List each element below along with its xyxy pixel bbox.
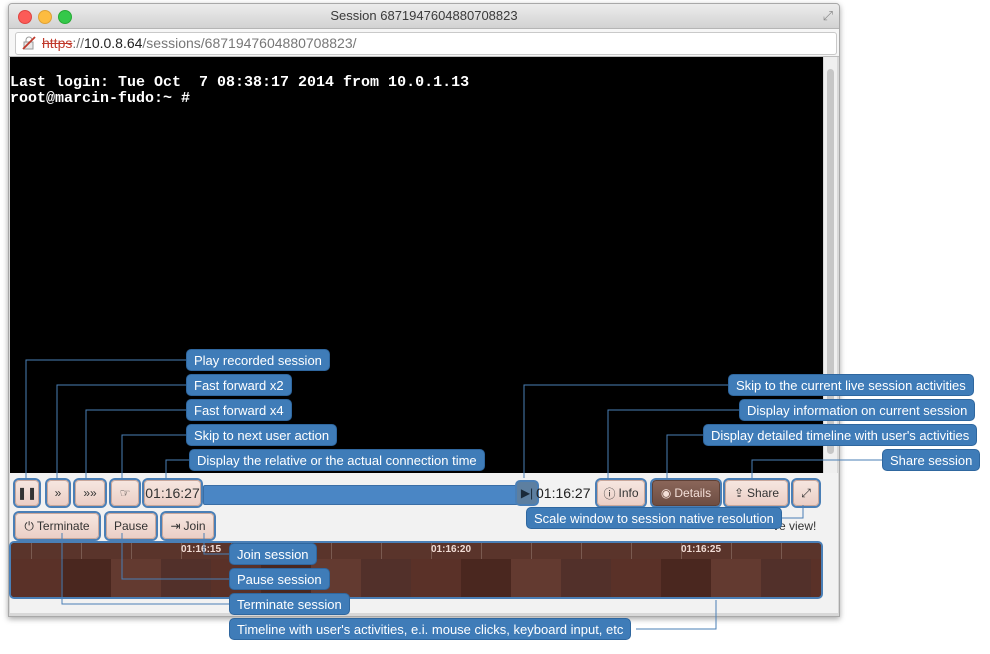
callout-timeline: Timeline with user's activities, e.i. mo… [229,618,632,640]
join-icon: ⇥ [170,519,181,533]
timeline-tick [331,543,332,559]
timeline-tick [31,543,32,559]
share-button[interactable]: ⇪Share [725,480,788,506]
url-text: https://10.0.8.64/sessions/6871947604880… [42,35,357,51]
skip-to-live-button[interactable]: ▶| [517,482,537,504]
url-field[interactable]: https://10.0.8.64/sessions/6871947604880… [15,32,837,55]
pointing-hand-icon: ☞ [119,486,131,500]
power-icon: ⏻ [24,518,34,533]
terminal-screen[interactable]: Last login: Tue Oct 7 08:38:17 2014 from… [10,57,823,473]
timeline-label: 01:16:25 [681,544,722,555]
callout-terminate: Terminate session [229,593,350,615]
info-label: Info [618,486,639,500]
callout-join: Join session [229,543,317,565]
details-button[interactable]: ◉Details [652,480,720,506]
timeline-tick [381,543,382,559]
scrollbar-thumb[interactable] [827,69,834,454]
window-title: Session 6871947604880708823 [330,8,518,23]
broken-lock-icon [22,36,36,50]
ff2-label: » [54,486,62,500]
timeline-segment [661,559,711,597]
callout-scale: Scale window to session native resolutio… [526,507,782,529]
fast-forward-x2-button[interactable]: » [47,480,69,506]
activity-timeline[interactable]: 01:16:15 01:16:20 01:16:25 [9,541,823,599]
share-icon: ⇪ [733,486,745,500]
fullscreen-icon[interactable]: ⤢ [822,8,833,23]
pause-session-button[interactable]: Pause [106,513,156,539]
timeline-label: 01:16:20 [431,544,472,555]
title-bar: Session 6871947604880708823 ⤢ [9,4,839,29]
timeline-tick [131,543,132,559]
timeline-segment [711,559,761,597]
minimize-window-button[interactable] [38,10,52,24]
progress-bar[interactable] [203,485,525,505]
timeline-tick [481,543,482,559]
close-window-button[interactable] [18,10,32,24]
time-left: 01:16:27 [145,485,200,501]
timeline-segment [111,559,161,597]
url-separator: :// [72,35,85,51]
callout-share: Share session [882,449,981,471]
terminal-line: root@marcin-fudo:~ # [10,90,191,107]
callout-info: Display information on current session [739,399,976,421]
vertical-scrollbar[interactable] [824,57,837,473]
timeline-label: 01:16:15 [181,544,222,555]
scale-window-button[interactable]: ⤢ [793,480,819,506]
join-button[interactable]: ⇥Join [162,513,214,539]
expand-icon: ⤢ [801,485,811,500]
timeline-segment [561,559,611,597]
pause-label: Pause [113,519,149,533]
timeline-segment [461,559,511,597]
live-view-text: ve view! [773,519,817,533]
timeline-segment [411,559,461,597]
timeline-tick [731,543,732,559]
timeline-segment [811,559,821,597]
timeline-tick [581,543,582,559]
timeline-segment [511,559,561,597]
url-host: 10.0.8.64 [84,35,143,51]
skip-end-icon: ▶| [520,486,534,500]
skip-next-action-button[interactable]: ☞ [111,480,139,506]
fast-forward-x4-button[interactable]: »» [75,480,105,506]
address-bar: https://10.0.8.64/sessions/6871947604880… [9,29,839,57]
timeline-segment [361,559,411,597]
timeline-tick [681,543,682,559]
share-label: Share [747,486,780,500]
terminate-label: Terminate [36,519,90,533]
callout-ff2: Fast forward x2 [186,374,292,396]
callout-details: Display detailed timeline with user's ac… [703,424,978,446]
time-right: 01:16:27 [536,485,591,501]
pause-icon: ❚❚ [16,486,38,500]
timeline-segment [11,559,61,597]
play-pause-button[interactable]: ❚❚ [15,480,39,506]
timeline-tick [631,543,632,559]
timeline-tick [431,543,432,559]
timeline-segment [611,559,661,597]
url-path: /sessions/6871947604880708823/ [142,35,357,51]
callout-ff4: Fast forward x4 [186,399,292,421]
join-label: Join [183,519,206,533]
info-icon: ⓘ [603,486,616,501]
terminate-button[interactable]: ⏻Terminate [15,513,99,539]
ff4-label: »» [83,486,97,500]
eye-icon: ◉ [660,486,672,500]
timeline-segment [61,559,111,597]
callout-skip: Skip to next user action [186,424,338,446]
timeline-tick [531,543,532,559]
time-toggle-button[interactable]: 01:16:27 [144,480,201,506]
callout-play: Play recorded session [186,349,330,371]
timeline-segment [161,559,211,597]
callout-pause: Pause session [229,568,330,590]
url-protocol: https [42,35,73,51]
callout-skip-live: Skip to the current live session activit… [728,374,974,396]
timeline-tick [781,543,782,559]
terminal-output: Last login: Tue Oct 7 08:38:17 2014 from… [10,75,469,107]
terminal-line: Last login: Tue Oct 7 08:38:17 2014 from… [10,74,470,91]
timeline-tick [81,543,82,559]
timeline-segment [761,559,811,597]
maximize-window-button[interactable] [58,10,72,24]
details-label: Details [674,486,712,500]
callout-time: Display the relative or the actual conne… [189,449,485,471]
